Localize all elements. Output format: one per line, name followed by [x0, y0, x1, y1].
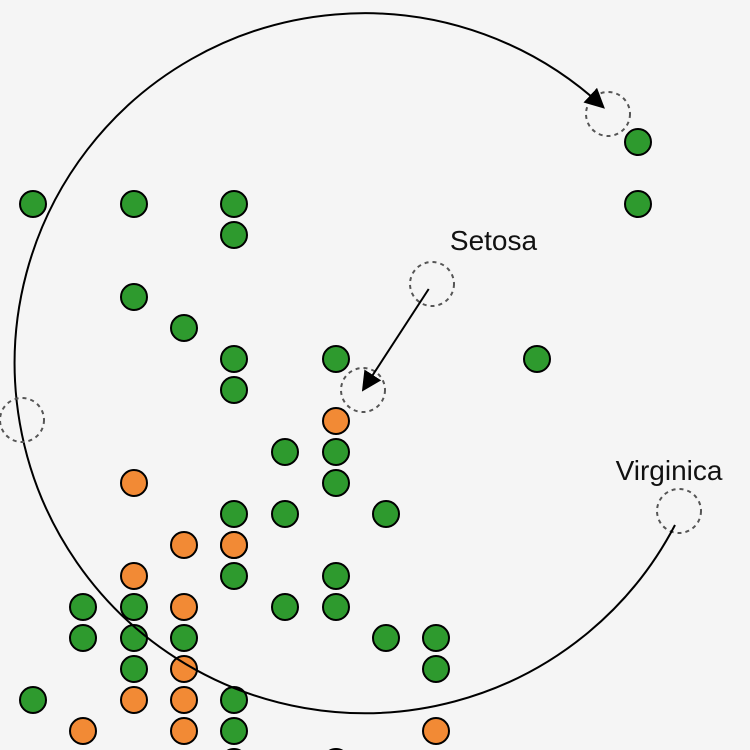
data-point-green-16 — [271, 500, 299, 528]
data-point-green-11 — [220, 376, 248, 404]
data-point-orange-7 — [120, 686, 148, 714]
data-point-green-23 — [271, 593, 299, 621]
data-point-green-30 — [120, 655, 148, 683]
data-point-green-29 — [422, 624, 450, 652]
data-point-orange-11 — [422, 717, 450, 745]
data-point-green-22 — [120, 593, 148, 621]
data-point-green-12 — [271, 438, 299, 466]
annotation-virginica-midpoint-ring — [0, 397, 45, 443]
annotation-setosa-arrow — [361, 288, 430, 392]
data-point-green-14 — [322, 469, 350, 497]
data-point-green-9 — [322, 345, 350, 373]
annotation-setosa-label: Setosa — [450, 225, 538, 256]
data-point-orange-1 — [120, 469, 148, 497]
data-point-orange-4 — [120, 562, 148, 590]
data-point-green-34 — [220, 717, 248, 745]
data-point-green-24 — [322, 593, 350, 621]
data-point-green-4 — [624, 128, 652, 156]
data-point-green-7 — [170, 314, 198, 342]
data-point-green-32 — [19, 686, 47, 714]
annotation-virginica-source-ring — [656, 488, 702, 534]
data-point-orange-8 — [170, 686, 198, 714]
data-point-green-31 — [422, 655, 450, 683]
annotation-virginica-arc-arrow — [13, 12, 676, 715]
data-point-green-6 — [120, 283, 148, 311]
data-point-green-19 — [220, 562, 248, 590]
data-point-green-8 — [220, 345, 248, 373]
data-point-green-20 — [322, 562, 350, 590]
annotation-setosa-source-ring — [409, 261, 455, 307]
points-layer — [19, 128, 652, 750]
data-point-green-0 — [19, 190, 47, 218]
data-point-green-3 — [220, 221, 248, 249]
data-point-green-28 — [372, 624, 400, 652]
annotation-virginica-target-ring — [585, 91, 631, 137]
data-point-orange-2 — [170, 531, 198, 559]
annotation-virginica-label: Virginica — [616, 455, 723, 486]
data-point-orange-0 — [322, 407, 350, 435]
data-point-orange-9 — [69, 717, 97, 745]
data-point-green-1 — [120, 190, 148, 218]
data-point-orange-3 — [220, 531, 248, 559]
annotation-setosa-target-ring — [340, 367, 386, 413]
data-point-green-21 — [69, 593, 97, 621]
data-point-green-2 — [220, 190, 248, 218]
data-point-green-10 — [523, 345, 551, 373]
data-point-green-13 — [322, 438, 350, 466]
data-point-green-5 — [624, 190, 652, 218]
data-point-orange-6 — [170, 655, 198, 683]
data-point-orange-10 — [170, 717, 198, 745]
data-point-green-27 — [170, 624, 198, 652]
data-point-green-25 — [69, 624, 97, 652]
data-point-green-17 — [372, 500, 400, 528]
data-point-green-15 — [220, 500, 248, 528]
data-point-orange-5 — [170, 593, 198, 621]
data-point-green-26 — [120, 624, 148, 652]
